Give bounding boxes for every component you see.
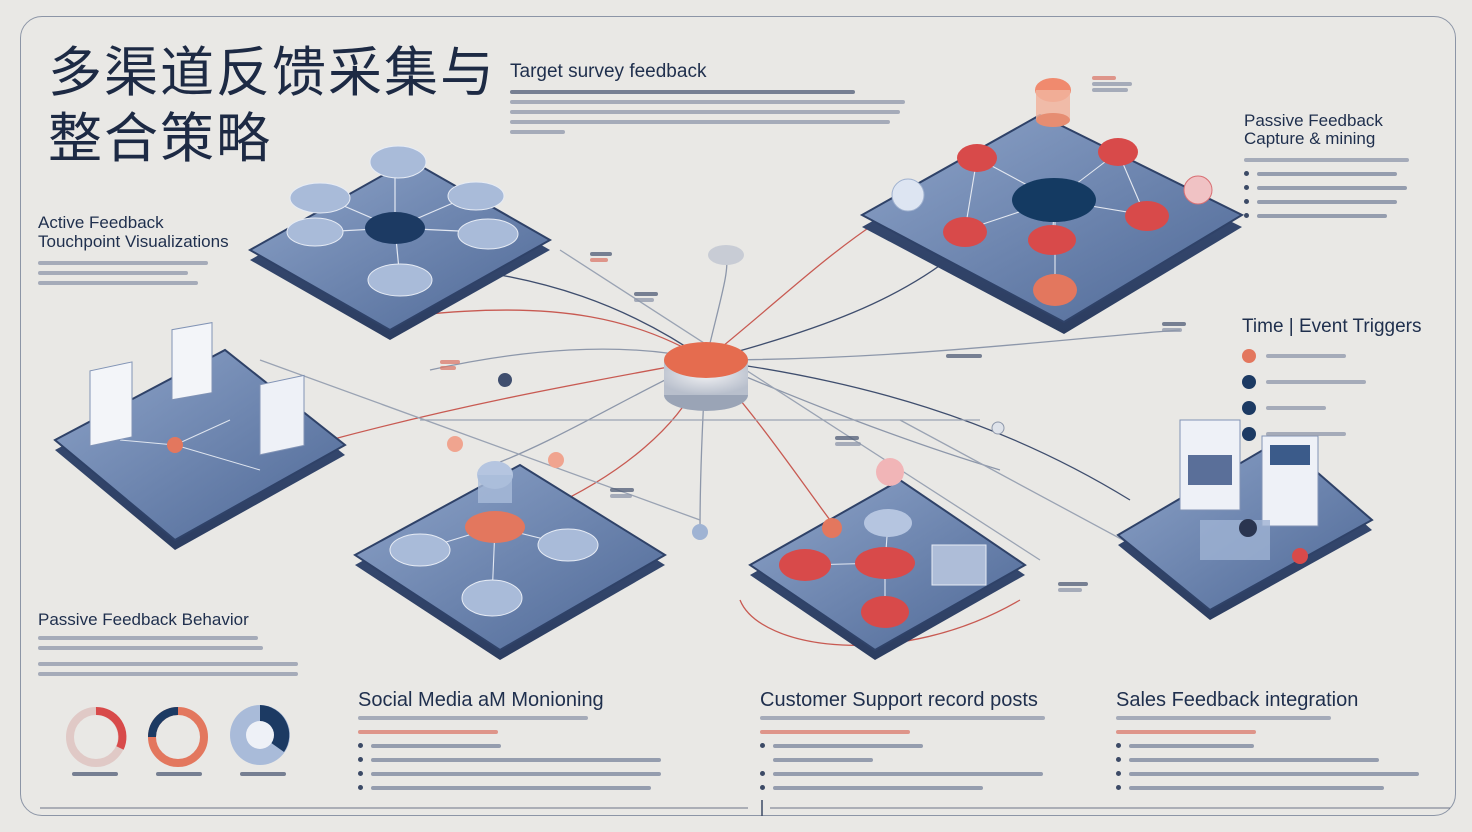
- section-customer-support: Customer Support record posts: [760, 690, 1080, 799]
- central-hub: [664, 342, 748, 411]
- node-label: [835, 434, 861, 448]
- page-title: 多渠道反馈采集与整合策略: [48, 41, 496, 170]
- platform-social-media: [353, 461, 667, 660]
- node-label: [610, 486, 634, 500]
- platform-passive-behavior: [53, 322, 347, 550]
- platform-passive-capture: [859, 78, 1245, 334]
- sales-feedback-text-block: [1116, 716, 1436, 790]
- social-media-text-block: [358, 716, 678, 790]
- platform-active-feedback: [247, 145, 553, 340]
- target-survey-heading: Target survey feedback: [510, 61, 707, 82]
- person-icon: [1242, 375, 1256, 389]
- page-frame: [20, 16, 1456, 816]
- alert-icon: [1242, 427, 1256, 441]
- circle-label: [240, 772, 286, 776]
- node-blue: [692, 524, 708, 540]
- node-label: [1162, 320, 1186, 334]
- section-social-media: Social Media aM Monioning: [358, 690, 678, 799]
- donut-label: [72, 772, 118, 776]
- donut-chart-icon: [66, 706, 127, 767]
- active-feedback-text-block: [38, 261, 238, 285]
- platform-sales: [1116, 419, 1374, 620]
- gauge-icon: [148, 707, 208, 767]
- node-label: [946, 352, 982, 360]
- node-orange-2: [548, 452, 564, 468]
- section-sales-feedback: Sales Feedback integration: [1116, 690, 1436, 799]
- platform-customer-support: [748, 458, 1027, 660]
- customer-support-heading: Customer Support record posts: [760, 689, 1038, 711]
- node-gray: [991, 421, 1005, 435]
- active-feedback-heading: Active Feedback Touchpoint Visualization…: [38, 213, 229, 251]
- node-label: [440, 358, 460, 372]
- passive-behavior-heading: Passive Feedback Behavior: [38, 610, 249, 629]
- chat-icon: [1242, 401, 1256, 415]
- node-label: [634, 290, 658, 304]
- node-dark: [498, 373, 512, 387]
- clock-icon: [1242, 349, 1256, 363]
- node-label: [1058, 580, 1088, 594]
- time-event-list: [1242, 349, 1442, 441]
- target-survey-text-block: [510, 90, 910, 134]
- section-target-survey: Target survey feedback: [510, 62, 910, 140]
- node-small-hub: [708, 245, 744, 265]
- passive-capture-heading: Passive Feedback Capture & mining: [1244, 111, 1383, 148]
- node-orange: [447, 436, 463, 452]
- passive-capture-text-block: [1244, 158, 1434, 218]
- passive-behavior-text-block: [38, 636, 308, 676]
- section-passive-capture: Passive Feedback Capture & mining: [1244, 112, 1434, 227]
- gauge-label: [156, 772, 202, 776]
- circle-icon: [230, 705, 290, 765]
- node-label: [1092, 74, 1132, 94]
- node-label: [590, 250, 612, 264]
- time-event-heading: Time | Event Triggers: [1242, 316, 1422, 337]
- customer-support-text-block: [760, 716, 1080, 790]
- section-active-feedback: Active Feedback Touchpoint Visualization…: [38, 213, 238, 291]
- sales-feedback-heading: Sales Feedback integration: [1116, 689, 1359, 711]
- section-time-event: Time | Event Triggers: [1242, 317, 1442, 453]
- social-media-heading: Social Media aM Monioning: [358, 689, 604, 711]
- section-passive-behavior: Passive Feedback Behavior: [38, 610, 308, 682]
